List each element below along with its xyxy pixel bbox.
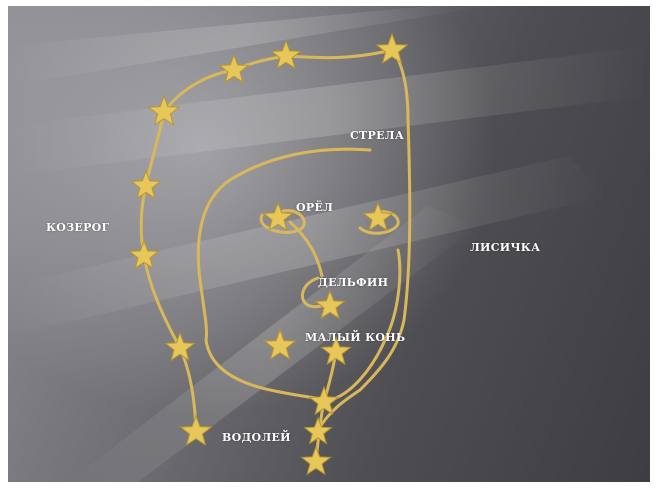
star-icon bbox=[300, 445, 332, 476]
inner-line bbox=[383, 248, 402, 342]
star-icon bbox=[130, 169, 162, 200]
star-icon bbox=[164, 331, 196, 362]
label-strela: СТРЕЛА bbox=[350, 129, 405, 142]
star-icon bbox=[270, 39, 302, 70]
star-icon bbox=[262, 201, 294, 232]
star-icon bbox=[375, 32, 409, 65]
label-malyi-kon: МАЛЫЙ КОНЬ bbox=[305, 331, 406, 344]
label-vodolei: ВОДОЛЕЙ bbox=[222, 431, 291, 444]
label-lisichka: ЛИСИЧКА bbox=[470, 241, 541, 254]
orel-line bbox=[358, 210, 400, 235]
star-icon bbox=[179, 414, 213, 447]
stars bbox=[128, 32, 409, 476]
inner-line bbox=[196, 147, 372, 342]
label-kozerog: КОЗЕРОГ bbox=[46, 221, 110, 234]
constellation-lines bbox=[139, 48, 412, 464]
inner-line bbox=[204, 338, 387, 402]
label-orel: ОРЁЛ bbox=[296, 201, 334, 214]
star-icon bbox=[263, 328, 297, 361]
star-icon bbox=[147, 94, 181, 127]
orel-line bbox=[288, 220, 324, 278]
star-icon bbox=[303, 416, 333, 445]
star-icon bbox=[362, 201, 394, 232]
outer-line bbox=[162, 48, 394, 114]
star-icon bbox=[128, 239, 160, 270]
label-delfin: ДЕЛЬФИН bbox=[318, 276, 389, 289]
star-icon bbox=[320, 335, 352, 366]
star-icon bbox=[308, 385, 340, 416]
star-icon bbox=[314, 289, 346, 320]
star-icon bbox=[218, 53, 250, 84]
orel-line bbox=[259, 209, 306, 234]
outer-line bbox=[316, 48, 412, 432]
